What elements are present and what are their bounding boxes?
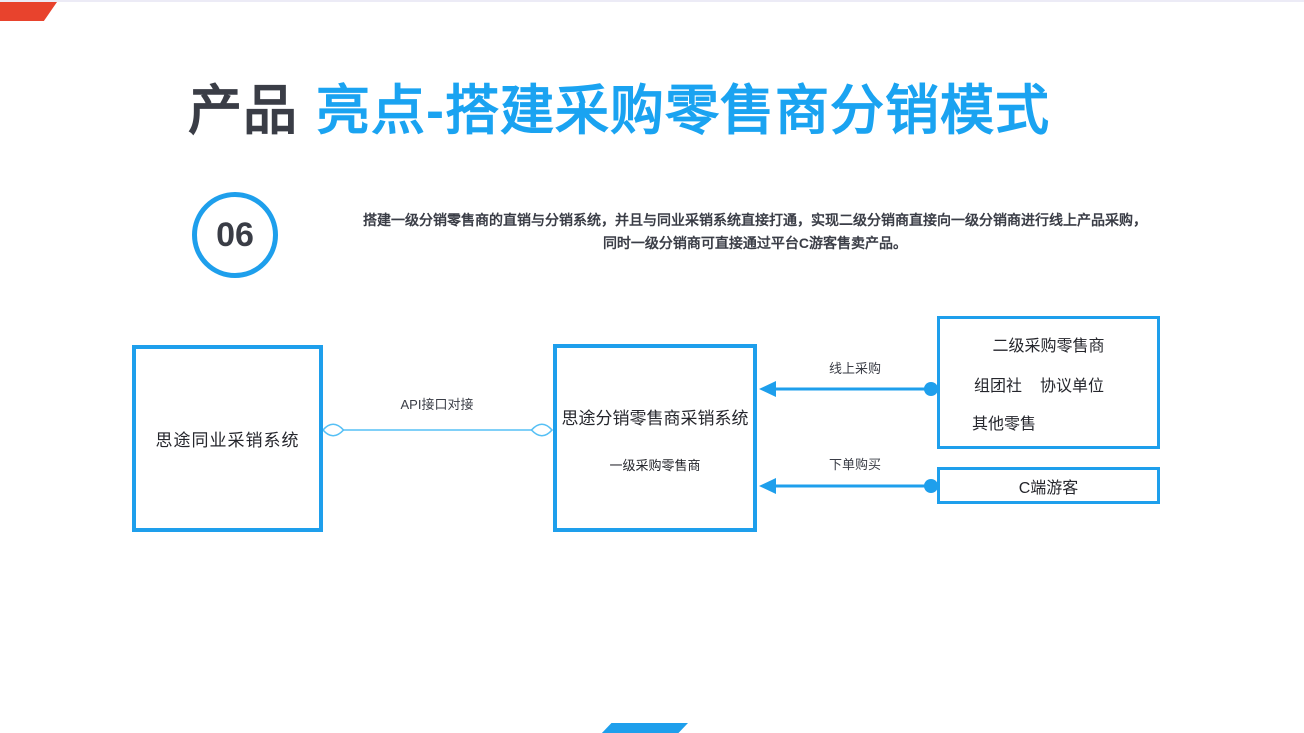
circle-endpoint-icon: [924, 479, 938, 493]
box-distribution-system: 思途分销零售商采销系统 一级采购零售商: [553, 344, 757, 532]
title-highlight: 亮点-搭建采购零售商分销模式: [316, 81, 1050, 141]
step-number: 06: [216, 215, 254, 254]
box-distribution-subtitle: 一级采购零售商: [609, 458, 701, 473]
order-purchase-label: 下单购买: [828, 457, 881, 472]
member-agreement-unit: 协议单位: [1040, 378, 1105, 395]
step-number-badge: 06: [192, 192, 278, 278]
member-group-agency: 组团社: [974, 378, 1023, 395]
arrowhead-left-icon: [759, 478, 776, 494]
leaf-endpoint-left-icon: [321, 423, 345, 437]
c-tourist-label: C端游客: [1018, 479, 1079, 497]
order-purchase-arrow: [759, 478, 938, 494]
description-line-1: 搭建一级分销零售商的直销与分销系统，并且与同业采销系统直接打通，实现二级分销商直…: [363, 212, 1147, 228]
member-other-retail: 其他零售: [972, 416, 1037, 433]
description-line-2: 同时一级分销商可直接通过平台C游客售卖产品。: [602, 235, 908, 251]
leaf-endpoint-right-icon: [530, 423, 554, 437]
online-purchase-arrow: [759, 381, 938, 397]
box-tongye-system: 思途同业采销系统: [132, 345, 323, 532]
title-prefix: 产品: [188, 81, 298, 141]
page-title: 产品亮点-搭建采购零售商分销模式: [188, 78, 1050, 146]
online-purchase-label: 线上采购: [828, 361, 881, 376]
footer-ribbon-decoration: [600, 723, 688, 733]
secondary-retailer-members: 组团社协议单位: [940, 372, 1157, 396]
api-connector-label: API接口对接: [400, 397, 474, 412]
arrowhead-left-icon: [759, 381, 776, 397]
box-c-tourist: C端游客: [937, 467, 1160, 504]
box-distribution-title: 思途分销零售商采销系统: [561, 409, 749, 428]
circle-endpoint-icon: [924, 382, 938, 396]
api-connector: [321, 423, 554, 437]
corner-ribbon-decoration: [0, 2, 57, 21]
secondary-retailer-title: 二级采购零售商: [992, 338, 1105, 355]
box-secondary-retailer: 二级采购零售商 组团社协议单位 其他零售: [937, 316, 1160, 449]
description-text: 搭建一级分销零售商的直销与分销系统，并且与同业采销系统直接打通，实现二级分销商直…: [320, 209, 1190, 255]
box-tongye-label: 思途同业采销系统: [155, 431, 300, 450]
